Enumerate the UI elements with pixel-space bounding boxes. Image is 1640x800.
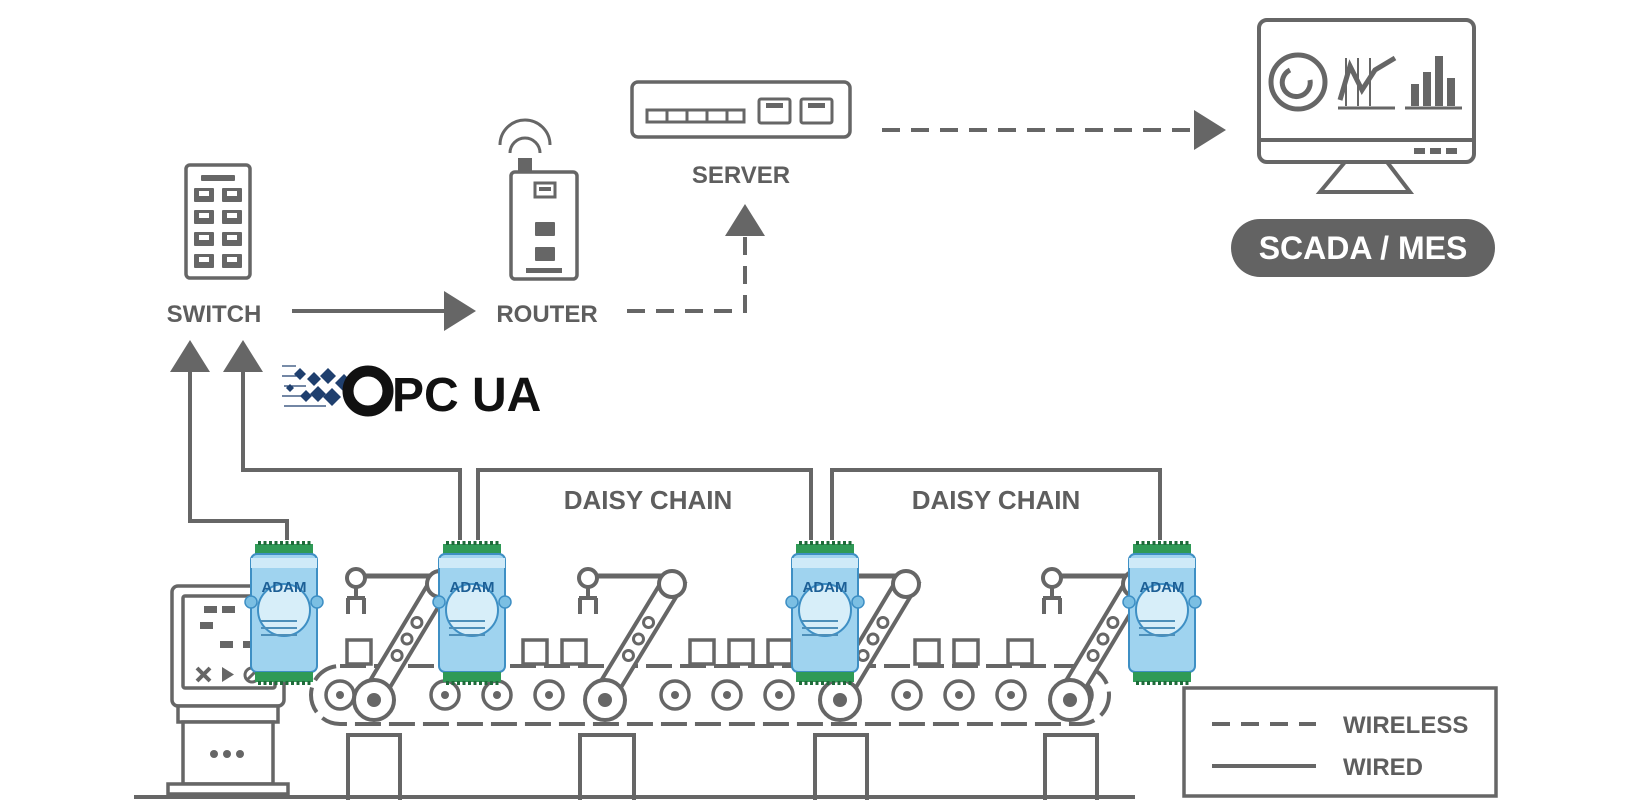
daisy-chain-label-1: DAISY CHAIN <box>564 485 733 515</box>
legend-wired-label: WIRED <box>1343 754 1423 781</box>
switch-icon <box>184 163 252 280</box>
daisy-chain-link-1 <box>476 468 813 540</box>
wifi-icon <box>498 118 552 172</box>
switch-label: SWITCH <box>167 301 262 328</box>
adam-module: ADAM <box>244 541 324 685</box>
adam-module: ADAM <box>785 541 865 685</box>
adam-module-label: ADAM <box>803 579 848 596</box>
adam-module: ADAM <box>1122 541 1202 685</box>
robot-arm-icon <box>577 567 688 722</box>
monitor-icon <box>1257 18 1476 194</box>
router-to-server-link <box>627 204 765 313</box>
conveyor-icon <box>134 638 1135 800</box>
adam-module-label: ADAM <box>450 579 495 596</box>
adam-module-label: ADAM <box>1140 579 1185 596</box>
module1-to-switch-link <box>170 340 289 540</box>
module2-to-switch-link <box>223 340 462 540</box>
legend: WIRELESS WIRED <box>1182 686 1498 798</box>
scada-label: SCADA / MES <box>1259 230 1468 266</box>
server-label: SERVER <box>692 162 790 189</box>
router-icon <box>509 170 579 281</box>
legend-wireless-label: WIRELESS <box>1343 712 1468 739</box>
adam-modules: ADAM ADAM ADAM ADAM <box>244 541 1202 685</box>
server-icon <box>630 80 852 139</box>
opc-ua-text: PC UA <box>392 369 541 422</box>
scada-badge <box>1231 219 1495 277</box>
daisy-chain-link-2 <box>830 468 1162 540</box>
adam-module-label: ADAM <box>262 579 307 596</box>
router-label: ROUTER <box>496 301 597 328</box>
daisy-chain-label-2: DAISY CHAIN <box>912 485 1081 515</box>
opc-ua-logo: PC UA <box>282 365 541 422</box>
adam-module: ADAM <box>432 541 512 685</box>
